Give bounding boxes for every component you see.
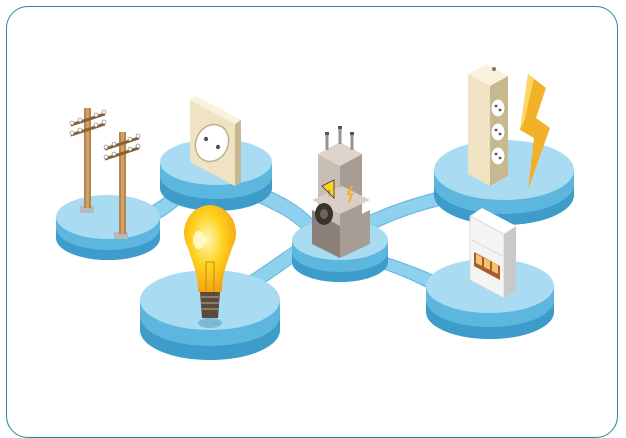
svg-text:!: ! [328,189,330,198]
circuit-breaker-icon [469,208,516,299]
power-strip-icon [468,64,508,186]
platform-poles [56,195,160,260]
energy-network-illustration: ! [56,64,574,360]
light-bulb-icon [184,205,236,328]
lightning-bolt-icon [520,74,550,190]
utility-poles-icon [69,108,141,239]
transformer-icon: ! [312,126,370,258]
wall-socket-icon [190,96,241,186]
